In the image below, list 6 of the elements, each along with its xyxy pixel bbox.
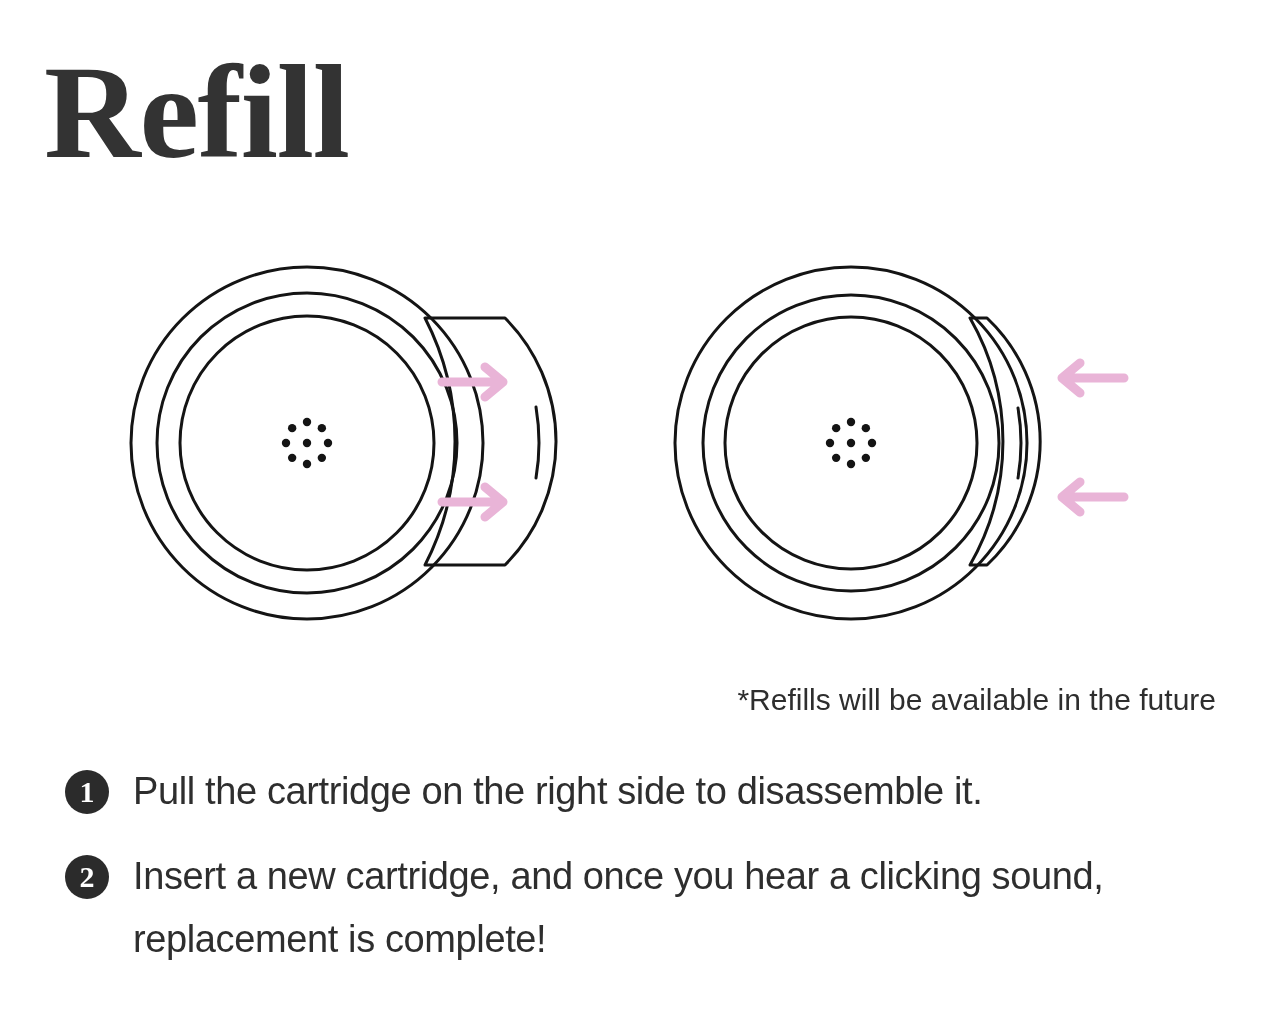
step-instruction: Insert a new cartridge, and once you hear a clicking sound, replacement is complete!: [133, 854, 1105, 962]
footnote: *Refills will be available in the future: [737, 683, 1216, 717]
step-instruction: Pull the cartridge on the right side to disassemble it.: [133, 769, 984, 814]
step-number: 2: [65, 855, 109, 899]
step-number: 1: [65, 770, 109, 814]
title: Refill: [44, 45, 349, 179]
